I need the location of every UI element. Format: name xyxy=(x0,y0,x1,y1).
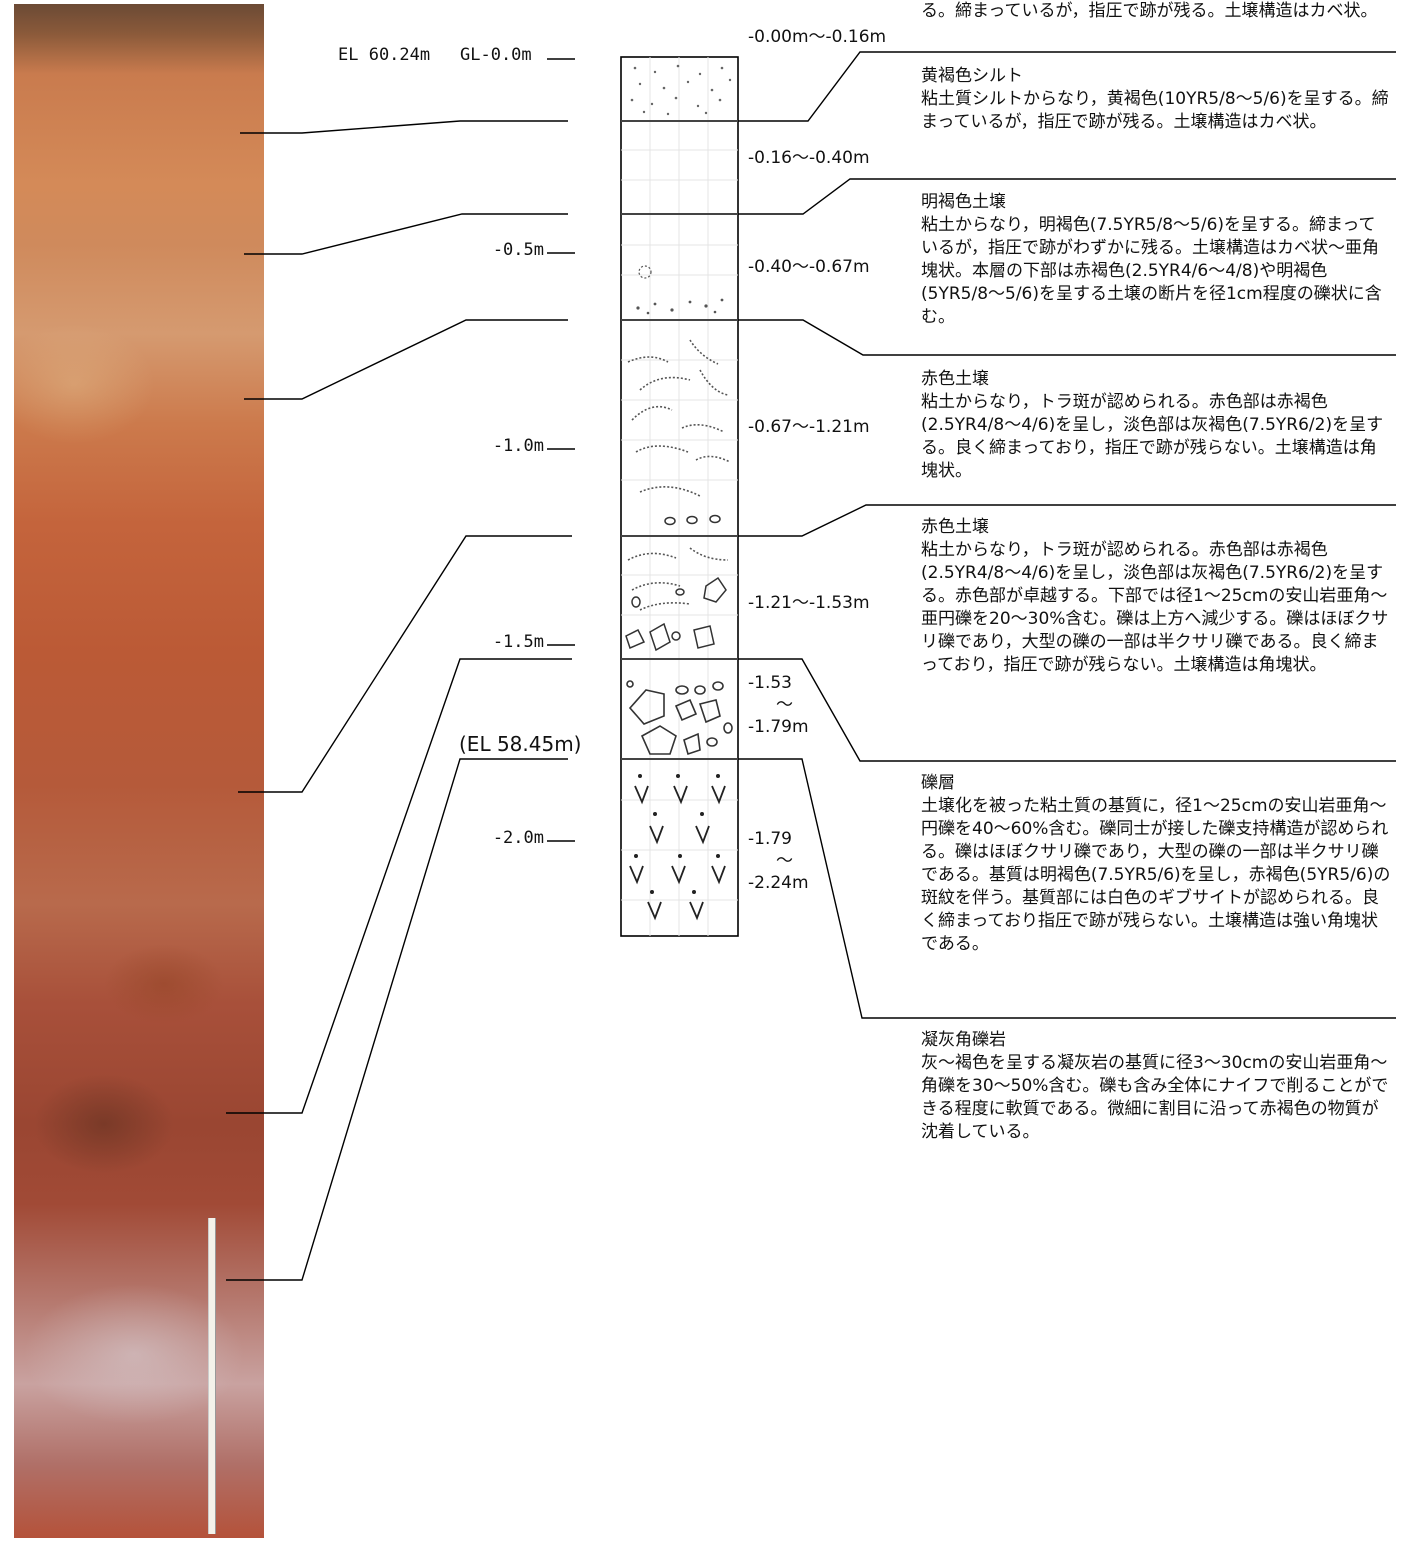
layer-description: 礫層 土壌化を被った粘土質の基質に，径1～25cmの安山岩亜角～円礫を40～60… xyxy=(921,772,1391,956)
layer-text: 土壌化を被った粘土質の基質に，径1～25cmの安山岩亜角～円礫を40～60%含む… xyxy=(921,796,1391,954)
depth-range-label: -0.16～-0.40m xyxy=(748,148,870,168)
soil-profile-photo xyxy=(14,4,264,1538)
layer-title: 凝灰角礫岩 xyxy=(921,1030,1006,1050)
layer-description: 明褐色土壌 粘土からなり，明褐色(7.5YR5/8～5/6)を呈する。締まってい… xyxy=(921,191,1391,329)
layer-text: 粘土からなり，トラ斑が認められる。赤色部は赤褐色(2.5YR4/8～4/6)を呈… xyxy=(921,540,1389,675)
depth-range-label: -0.67～-1.21m xyxy=(748,417,870,437)
layer-text: 粘土質シルトからなり，黄褐色(10YR5/8～5/6)を呈する。締まっているが，… xyxy=(921,89,1389,132)
layer-description: 赤色土壌 粘土からなり，トラ斑が認められる。赤色部は赤褐色(2.5YR4/8～4… xyxy=(921,516,1391,677)
layer-title: 赤色土壌 xyxy=(921,517,989,537)
layer-text: 灰～褐色を呈する凝灰岩の基質に径3～30cmの安山岩亜角～角礫を30～50%含む… xyxy=(921,1053,1389,1142)
depth-range-label: -0.00m～-0.16m xyxy=(748,27,887,47)
depth-range-label: -0.40～-0.67m xyxy=(748,257,870,277)
depth-range-label: -1.21～-1.53m xyxy=(748,593,870,613)
ground-level-label: GL-0.0m xyxy=(460,45,532,65)
layer-description: 赤色土壌 粘土からなり，トラ斑が認められる。赤色部は赤褐色(2.5YR4/8～4… xyxy=(921,368,1391,483)
depth-tick-label: -0.5m xyxy=(492,240,544,260)
layer-title: 赤色土壌 xyxy=(921,369,989,389)
range-sep: ～ xyxy=(776,695,793,715)
depth-range-stacked: -1.53 ～ -1.79m xyxy=(748,672,812,738)
measuring-tape xyxy=(208,1218,216,1534)
range-from: -1.53 xyxy=(748,673,792,693)
layer-description: る。締まっているが，指圧で跡が残る。土壌構造はカベ状。 xyxy=(921,0,1391,23)
layer-description: 黄褐色シルト 粘土質シルトからなり，黄褐色(10YR5/8～5/6)を呈する。締… xyxy=(921,65,1391,134)
range-sep: ～ xyxy=(776,851,793,871)
range-from: -1.79 xyxy=(748,829,792,849)
elevation-bottom-label: (EL 58.45m) xyxy=(459,732,582,756)
layer-text: 粘土からなり，トラ斑が認められる。赤色部は赤褐色(2.5YR4/8～4/6)を呈… xyxy=(921,392,1384,481)
layer-description: 凝灰角礫岩 灰～褐色を呈する凝灰岩の基質に径3～30cmの安山岩亜角～角礫を30… xyxy=(921,1029,1391,1144)
depth-tick-label: -1.5m xyxy=(492,632,544,652)
layer-title: 黄褐色シルト xyxy=(921,66,1023,86)
layer-title: 礫層 xyxy=(921,773,955,793)
elevation-top-label: EL 60.24m xyxy=(338,45,431,65)
range-to: -2.24m xyxy=(748,873,809,893)
depth-tick-label: -1.0m xyxy=(492,436,544,456)
range-to: -1.79m xyxy=(748,717,809,737)
layer-text: 粘土からなり，明褐色(7.5YR5/8～5/6)を呈する。締まっているが，指圧で… xyxy=(921,215,1382,327)
depth-range-stacked: -1.79 ～ -2.24m xyxy=(748,828,812,894)
layer-text: る。締まっているが，指圧で跡が残る。土壌構造はカベ状。 xyxy=(921,1,1378,21)
stratigraphic-column xyxy=(620,56,739,937)
depth-tick-label: -2.0m xyxy=(492,828,544,848)
layer-title: 明褐色土壌 xyxy=(921,192,1006,212)
